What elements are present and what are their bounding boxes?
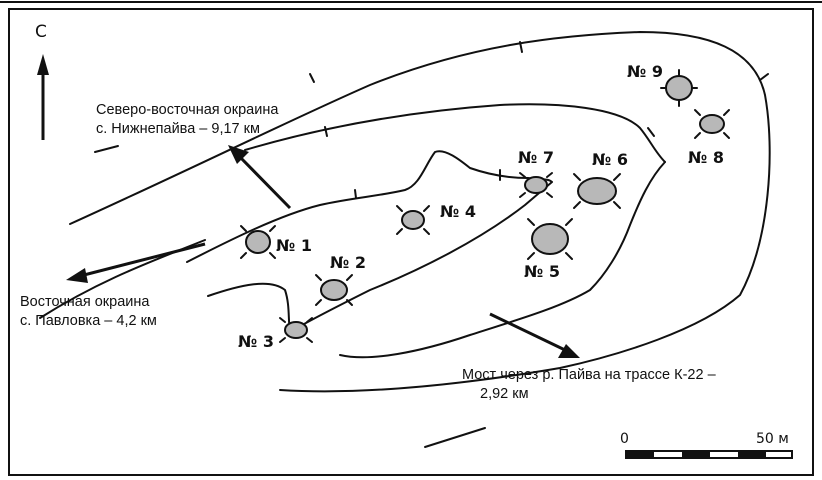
feature-3-label: № 3: [238, 332, 274, 351]
terrace-edges: [39, 31, 771, 448]
destination-east-line1: Восточная окраина: [20, 294, 150, 310]
map-frame: [8, 8, 814, 476]
feature-7-marker: [519, 172, 553, 198]
feature-5-label: № 5: [524, 262, 560, 281]
destination-east-line2: с. Павловка – 4,2 км: [20, 313, 157, 329]
destination-bridge-line2: 2,92 км: [480, 386, 529, 402]
scale-bar: [625, 450, 793, 459]
scale-end-label: 50 м: [756, 431, 789, 447]
feature-1-marker: [240, 225, 276, 259]
feature-9-marker: [660, 69, 698, 107]
feature-3-marker: [279, 317, 313, 343]
north-arrow-icon: [37, 54, 49, 140]
destination-bridge-line1: Мост через р. Пайва на трассе К-22 –: [462, 367, 716, 383]
feature-7-label: № 7: [518, 148, 554, 167]
direction-arrow-west: [66, 242, 206, 283]
feature-4-marker: [396, 205, 430, 235]
feature-8-label: № 8: [688, 148, 724, 167]
feature-8-marker: [694, 109, 730, 139]
feature-2-label: № 2: [330, 253, 366, 272]
north-label: С: [35, 22, 47, 42]
feature-markers: [240, 69, 730, 343]
feature-9-label: № 9: [627, 62, 663, 81]
scale-start-label: 0: [620, 431, 629, 447]
feature-1-label: № 1: [276, 236, 312, 255]
feature-5-marker: [527, 218, 573, 260]
feature-6-marker: [573, 173, 621, 209]
destination-northeast-line2: с. Нижнепайва – 9,17 км: [96, 121, 260, 137]
destination-northeast-line1: Северо-восточная окраина: [96, 102, 279, 118]
feature-6-label: № 6: [592, 150, 628, 169]
direction-arrow-southeast: [489, 312, 580, 358]
feature-4-label: № 4: [440, 202, 476, 221]
direction-arrow-northwest: [228, 145, 292, 210]
feature-2-marker: [315, 274, 353, 306]
